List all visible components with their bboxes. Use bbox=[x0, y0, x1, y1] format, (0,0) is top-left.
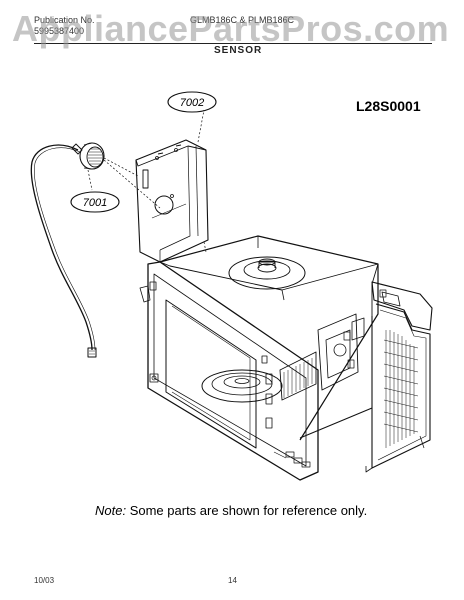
note-text: Some parts are shown for reference only. bbox=[129, 503, 368, 518]
footer-date: 10/03 bbox=[34, 576, 55, 585]
note: Note: Some parts are shown for reference… bbox=[95, 503, 367, 518]
footer-page-number: 14 bbox=[228, 576, 237, 585]
note-label: Note: bbox=[95, 503, 127, 518]
callout-7001-label: 7001 bbox=[83, 197, 107, 209]
publication-label: Publication No. bbox=[34, 15, 95, 25]
section-title: SENSOR bbox=[214, 45, 263, 56]
leader-lines bbox=[87, 109, 207, 253]
publication-number: 5995387400 bbox=[34, 26, 85, 36]
model-numbers: GLMB186C & PLMB186C bbox=[190, 15, 295, 25]
sensor-part[interactable] bbox=[71, 142, 105, 170]
callout-7002[interactable] bbox=[167, 91, 217, 113]
microwave-cavity[interactable] bbox=[159, 235, 379, 441]
watermark: AppliancePartsPros.com bbox=[12, 8, 450, 49]
diagram-id: L28S0001 bbox=[356, 98, 421, 114]
callout-7002-label: 7002 bbox=[180, 97, 204, 109]
sensor-wire-harness[interactable] bbox=[30, 144, 97, 358]
rear-vent-panel[interactable] bbox=[365, 281, 433, 473]
front-frame[interactable] bbox=[139, 261, 319, 481]
sensor-bracket[interactable] bbox=[135, 139, 209, 263]
callout-7001[interactable] bbox=[70, 191, 120, 213]
header-rule bbox=[34, 43, 432, 44]
